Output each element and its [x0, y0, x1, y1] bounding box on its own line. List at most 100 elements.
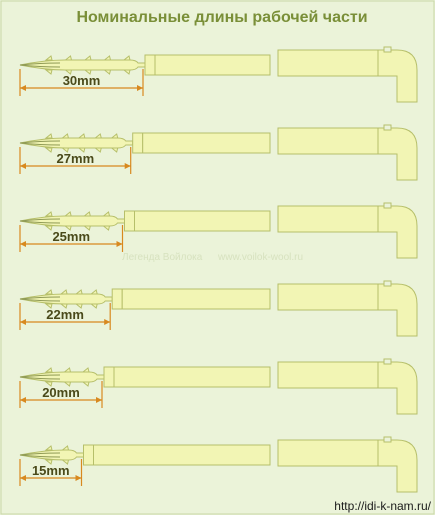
dimension-arrow — [20, 241, 26, 247]
needle-point-line — [19, 298, 61, 302]
dimension-arrow — [20, 85, 26, 91]
needle-barb — [102, 225, 111, 231]
needle-barb — [82, 211, 91, 217]
needle-point-line — [19, 374, 61, 378]
dimension-label: 27mm — [57, 151, 95, 166]
needle-crank-base — [277, 283, 379, 311]
needle-shank — [154, 54, 271, 76]
needle-notch — [383, 46, 392, 53]
needle-barb — [77, 133, 86, 139]
needle-barb — [89, 289, 98, 295]
needle-barb — [60, 133, 70, 139]
needle-crank-base — [277, 205, 379, 233]
needle-notch — [383, 358, 392, 365]
needle-shank — [113, 366, 271, 388]
needle-crank — [377, 205, 418, 259]
needle-crank — [377, 439, 418, 493]
needle-crank — [377, 49, 418, 103]
needle-barb — [81, 381, 90, 387]
needle-barb — [60, 147, 70, 153]
needle-barb — [44, 69, 53, 75]
needle-point-line — [19, 218, 61, 222]
needle-crank — [377, 127, 418, 181]
needle-barb — [63, 225, 72, 231]
needle: 25mm — [19, 202, 418, 259]
dimension-arrow — [116, 241, 123, 247]
needle-crank-base — [277, 127, 379, 155]
needle-blade — [19, 215, 125, 227]
needle-notch — [383, 202, 392, 209]
needle-barb — [61, 459, 70, 465]
needle-shank-neck — [144, 54, 156, 76]
dimension-arrow — [96, 397, 102, 403]
needle: 15mm — [19, 436, 418, 493]
needle-notch — [383, 124, 392, 131]
dimension-label: 25mm — [52, 229, 90, 244]
needle-barb — [83, 69, 92, 75]
needle-shank-neck — [103, 366, 115, 388]
needle: 27mm — [19, 124, 418, 181]
needle-barb — [44, 55, 53, 61]
dimension-arrow — [124, 163, 131, 169]
dimension-arrow — [20, 397, 26, 403]
watermark-right: www.voilok-wool.ru — [217, 252, 303, 263]
needle-barb — [44, 381, 53, 387]
needle-barb — [82, 225, 91, 231]
needle-notch — [383, 436, 392, 443]
diagram-title: Номинальные длины рабочей части — [76, 9, 367, 26]
needle-notch — [383, 280, 392, 287]
needle-barb — [44, 133, 53, 139]
needle-point-line — [19, 376, 61, 380]
needle-barb — [103, 69, 112, 75]
needle-point-line — [19, 220, 61, 224]
needle-point-line — [19, 140, 61, 144]
needle-barb — [64, 55, 73, 61]
needle-barb — [63, 367, 72, 373]
needle-barb — [110, 147, 119, 153]
dimension-arrow — [20, 163, 26, 169]
needle-barb — [61, 445, 70, 451]
needle: 30mm — [19, 46, 418, 103]
dimension-arrow — [75, 475, 82, 481]
needle-shank-neck — [124, 210, 135, 232]
needle-blade — [19, 59, 146, 71]
needle-barb — [103, 55, 112, 61]
needle-barb — [44, 367, 53, 373]
needle-barb — [74, 303, 83, 309]
needle-barb — [63, 381, 72, 387]
needle-barb — [122, 69, 131, 75]
needle-point-line — [19, 64, 61, 68]
needle-point-line — [19, 452, 61, 456]
needle-barb — [44, 459, 53, 465]
needle-barb — [59, 289, 68, 295]
needle: 22mm — [19, 280, 418, 337]
needle-crank — [377, 283, 418, 337]
needle-shank — [134, 210, 271, 232]
dimension-arrow — [137, 85, 143, 91]
needle-barb — [93, 147, 102, 153]
needle-shank — [142, 132, 271, 154]
needle-point-line — [19, 454, 61, 458]
needle-barb — [59, 303, 68, 309]
needle-barb — [44, 445, 53, 451]
needle-barb — [102, 211, 111, 217]
needle-shank-neck — [83, 444, 94, 466]
dimension-arrow — [104, 319, 111, 325]
needle-shank — [121, 288, 271, 310]
needle-barb — [44, 147, 53, 153]
needle-shank-neck — [132, 132, 144, 154]
dimension-arrow — [20, 319, 26, 325]
needle-barb — [44, 289, 53, 295]
needle-shank — [93, 444, 271, 466]
needle-barb — [44, 211, 53, 217]
needle-blade — [19, 449, 84, 461]
needle-barb — [81, 367, 90, 373]
dimension-label: 15mm — [32, 463, 70, 478]
needle-barb — [83, 55, 92, 61]
needle-blade — [19, 137, 134, 149]
needle-barb — [93, 133, 102, 139]
